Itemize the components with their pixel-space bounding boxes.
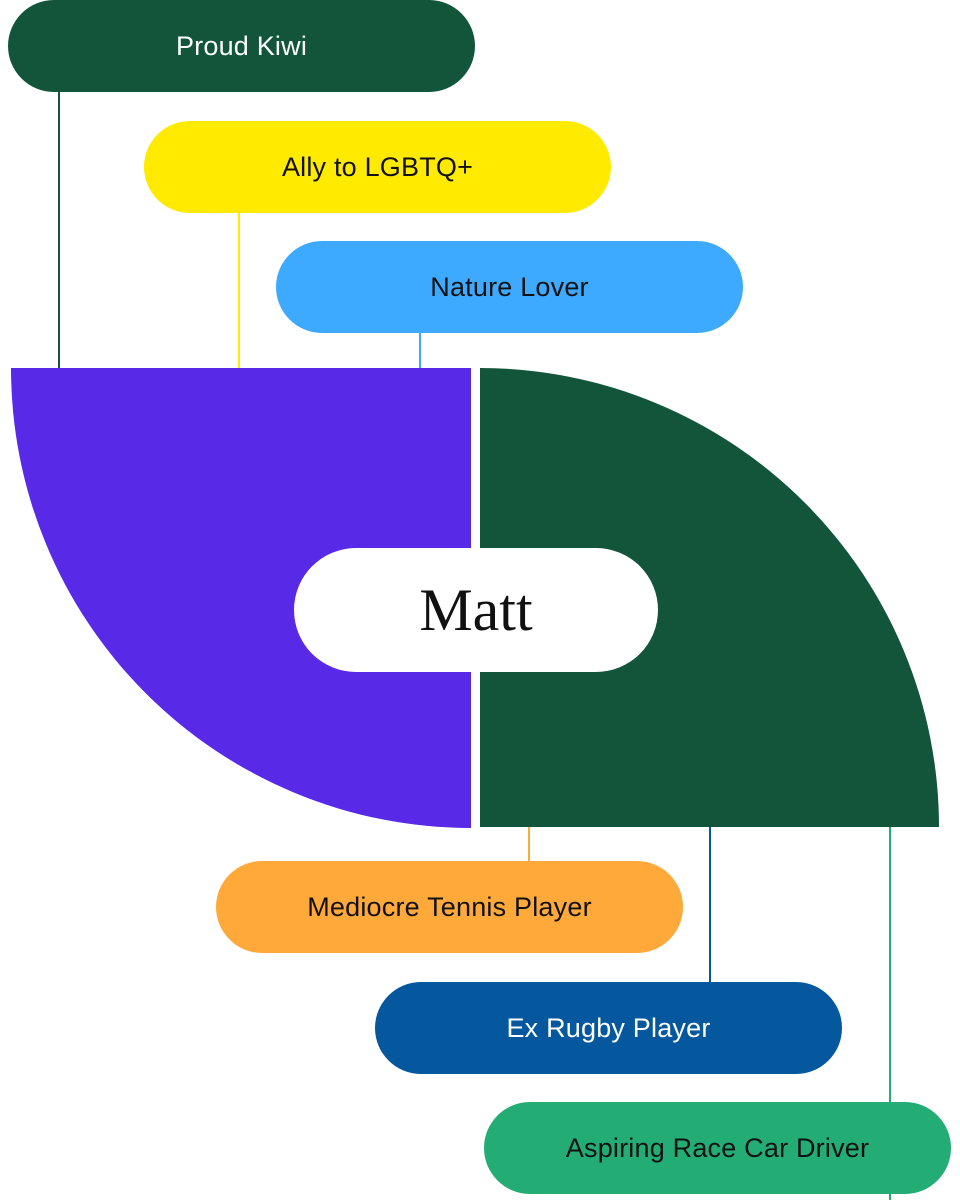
trait-label: Mediocre Tennis Player xyxy=(307,891,592,922)
connector-rugby xyxy=(709,827,711,985)
center-name: Matt xyxy=(419,576,533,643)
trait-pill-ally: Ally to LGBTQ+ xyxy=(144,121,611,213)
purple-wedge xyxy=(11,368,471,828)
trait-pill-race-car: Aspiring Race Car Driver xyxy=(484,1102,951,1194)
center-name-pill: Matt xyxy=(294,548,658,672)
connector-tennis xyxy=(528,827,530,865)
connector-proud-kiwi xyxy=(58,90,60,368)
trait-pill-nature-lover: Nature Lover xyxy=(276,241,743,333)
connector-ally xyxy=(238,210,240,368)
trait-pill-rugby: Ex Rugby Player xyxy=(375,982,842,1074)
trait-label: Ally to LGBTQ+ xyxy=(281,151,474,182)
green-wedge xyxy=(480,368,939,827)
connector-race xyxy=(889,827,891,1200)
trait-label: Ex Rugby Player xyxy=(506,1012,711,1043)
trait-label: Aspiring Race Car Driver xyxy=(565,1132,870,1163)
trait-pill-proud-kiwi: Proud Kiwi xyxy=(8,0,475,92)
trait-label: Nature Lover xyxy=(430,271,589,302)
trait-label: Proud Kiwi xyxy=(175,30,308,61)
trait-pill-tennis: Mediocre Tennis Player xyxy=(216,861,683,953)
connector-nature xyxy=(419,330,421,368)
